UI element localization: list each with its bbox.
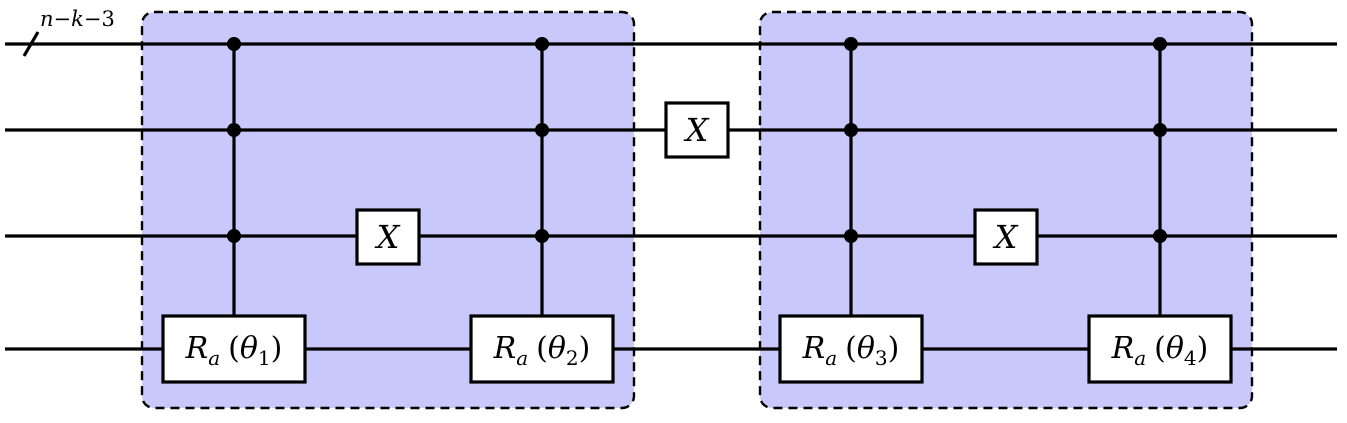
gate-r-theta-1: Ra (θ1) (161, 314, 307, 384)
gate-x-middle: X (664, 101, 730, 159)
register-label: n−k−3 (40, 7, 115, 31)
gate-r-theta-3: Ra (θ3) (778, 314, 924, 384)
control-dot (844, 37, 858, 51)
gate-subscript: a (208, 346, 220, 370)
gate-x-label: X (683, 111, 710, 149)
paren-close: ) (888, 331, 900, 366)
control-dot (1153, 123, 1167, 137)
gate-subscript: a (1134, 346, 1146, 370)
theta-index: 4 (1184, 346, 1197, 370)
gate-x-block-1: X (355, 208, 421, 266)
label-k: k (71, 7, 84, 31)
paren-open: ( (1154, 331, 1166, 366)
control-dot (844, 123, 858, 137)
control-dot (227, 123, 241, 137)
control-dot (535, 37, 549, 51)
theta-symbol: θ (548, 331, 566, 366)
gate-subscript: a (516, 346, 528, 370)
control-dot (1153, 229, 1167, 243)
gate-symbol: R (493, 331, 517, 366)
paren-close: ) (579, 331, 591, 366)
theta-index: 2 (566, 346, 579, 370)
paren-open: ( (536, 331, 548, 366)
gate-r-theta-4: Ra (θ4) (1087, 314, 1233, 384)
gate-r-theta-2: Ra (θ2) (469, 314, 615, 384)
gate-subscript: a (825, 346, 837, 370)
svg-text:Ra(θ3): Ra (θ3) (802, 331, 900, 370)
svg-text:Ra(θ1): Ra (θ1) (185, 331, 283, 370)
svg-text:Ra(θ2): Ra (θ2) (493, 331, 591, 370)
control-dot (227, 229, 241, 243)
theta-index: 3 (875, 346, 888, 370)
gate-x-block-2: X (973, 208, 1039, 266)
control-dot (227, 37, 241, 51)
theta-index: 1 (258, 346, 271, 370)
paren-open: ( (845, 331, 857, 366)
label-minus-2: − (84, 7, 102, 31)
control-dot (535, 123, 549, 137)
gate-symbol: R (802, 331, 826, 366)
paren-open: ( (228, 331, 240, 366)
label-three: 3 (101, 7, 114, 31)
label-n: n (40, 7, 54, 31)
svg-text:Ra(θ4): Ra (θ4) (1111, 331, 1209, 370)
gate-x-label: X (992, 218, 1019, 256)
gate-symbol: R (1111, 331, 1135, 366)
gate-symbol: R (185, 331, 209, 366)
theta-symbol: θ (1166, 331, 1184, 366)
paren-close: ) (1197, 331, 1209, 366)
bundle-slash (22, 31, 40, 57)
control-dot (844, 229, 858, 243)
gate-x-label: X (374, 218, 401, 256)
theta-symbol: θ (240, 331, 258, 366)
theta-symbol: θ (857, 331, 875, 366)
control-dot (1153, 37, 1167, 51)
label-minus-1: − (54, 7, 72, 31)
control-dot (535, 229, 549, 243)
paren-close: ) (271, 331, 283, 366)
